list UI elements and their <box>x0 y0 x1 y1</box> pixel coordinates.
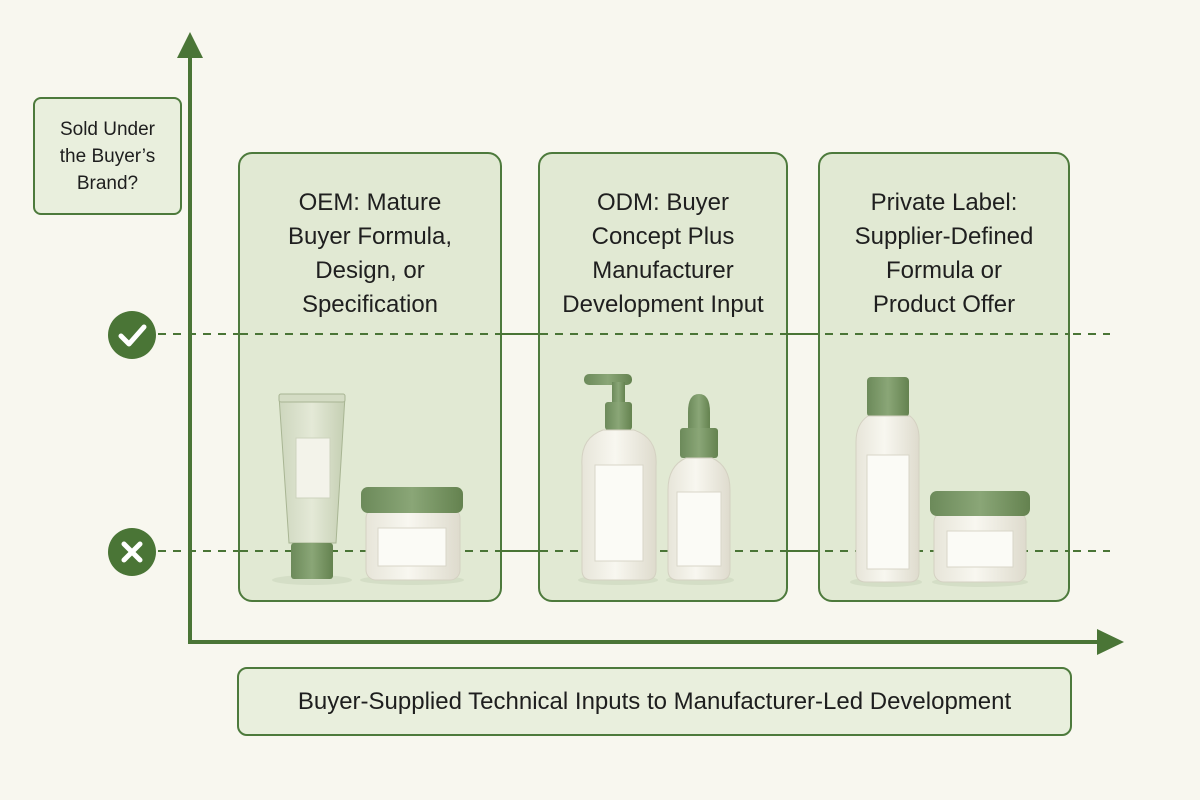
x-axis-label-box: Buyer-Supplied Technical Inputs to Manuf… <box>237 667 1072 736</box>
jar-product <box>360 487 464 585</box>
odm-panel-title: ODM: Buyer Concept Plus Manufacturer Dev… <box>562 189 764 318</box>
oem-panel-title: OEM: Mature Buyer Formula, Design, or Sp… <box>287 189 453 318</box>
x-axis-label: Buyer-Supplied Technical Inputs to Manuf… <box>297 687 1012 715</box>
check-icon <box>118 324 147 347</box>
jar-product <box>930 491 1030 587</box>
y-axis-label: Sold Under the Buyer’s Brand? <box>59 118 156 194</box>
tube-product <box>272 393 352 585</box>
private-label-panel-title: Private Label: Supplier-Defined Formula … <box>854 189 1034 318</box>
odm-panel: ODM: Buyer Concept Plus Manufacturer Dev… <box>538 152 788 602</box>
bottle-product <box>850 377 922 587</box>
x-axis-arrowhead <box>1097 629 1124 655</box>
dropper-bottle-product <box>666 394 734 585</box>
pump-bottle-product <box>578 374 658 585</box>
yes-level-marker <box>108 311 156 359</box>
y-axis-label-box: Sold Under the Buyer’s Brand? <box>33 97 182 215</box>
x-icon <box>121 541 143 563</box>
y-axis-arrowhead <box>177 32 203 58</box>
no-level-marker <box>108 528 156 576</box>
